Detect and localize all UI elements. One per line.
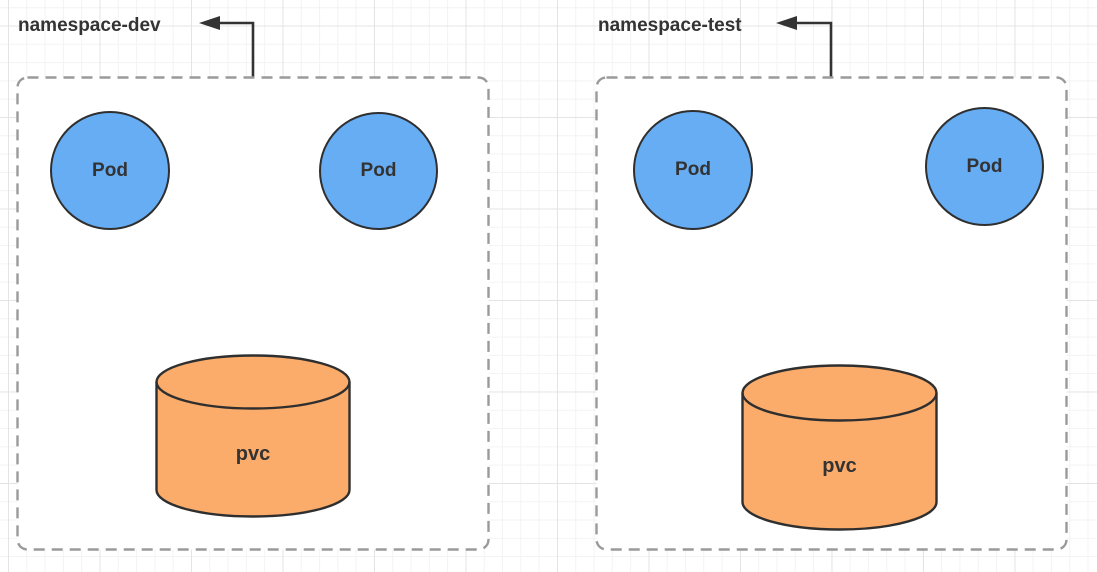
cylinder-shape-icon: [741, 364, 938, 531]
pvc-cylinder: pvc: [155, 354, 351, 518]
pod-node: Pod: [319, 112, 438, 230]
cylinder-shape-icon: [155, 354, 351, 518]
pod-node: Pod: [633, 110, 753, 230]
namespace-dev-boundary: Pod Pod pvc: [16, 76, 490, 551]
pod-label: Pod: [92, 159, 128, 181]
namespace-test-boundary: Pod Pod pvc: [595, 76, 1068, 551]
namespace-test-arrow-icon: [776, 16, 833, 78]
pod-label: Pod: [360, 160, 397, 181]
namespace-test-label: namespace-test: [598, 15, 742, 36]
pod-label: Pod: [966, 155, 1003, 177]
pvc-label: pvc: [235, 443, 271, 465]
pvc-label: pvc: [822, 455, 857, 477]
namespace-dev-label: namespace-dev: [18, 15, 161, 36]
pod-node: Pod: [925, 107, 1044, 226]
namespace-dev-arrow-icon: [199, 16, 255, 78]
pvc-cylinder: pvc: [741, 364, 938, 531]
pod-label: Pod: [675, 159, 711, 180]
pod-node: Pod: [50, 111, 170, 230]
